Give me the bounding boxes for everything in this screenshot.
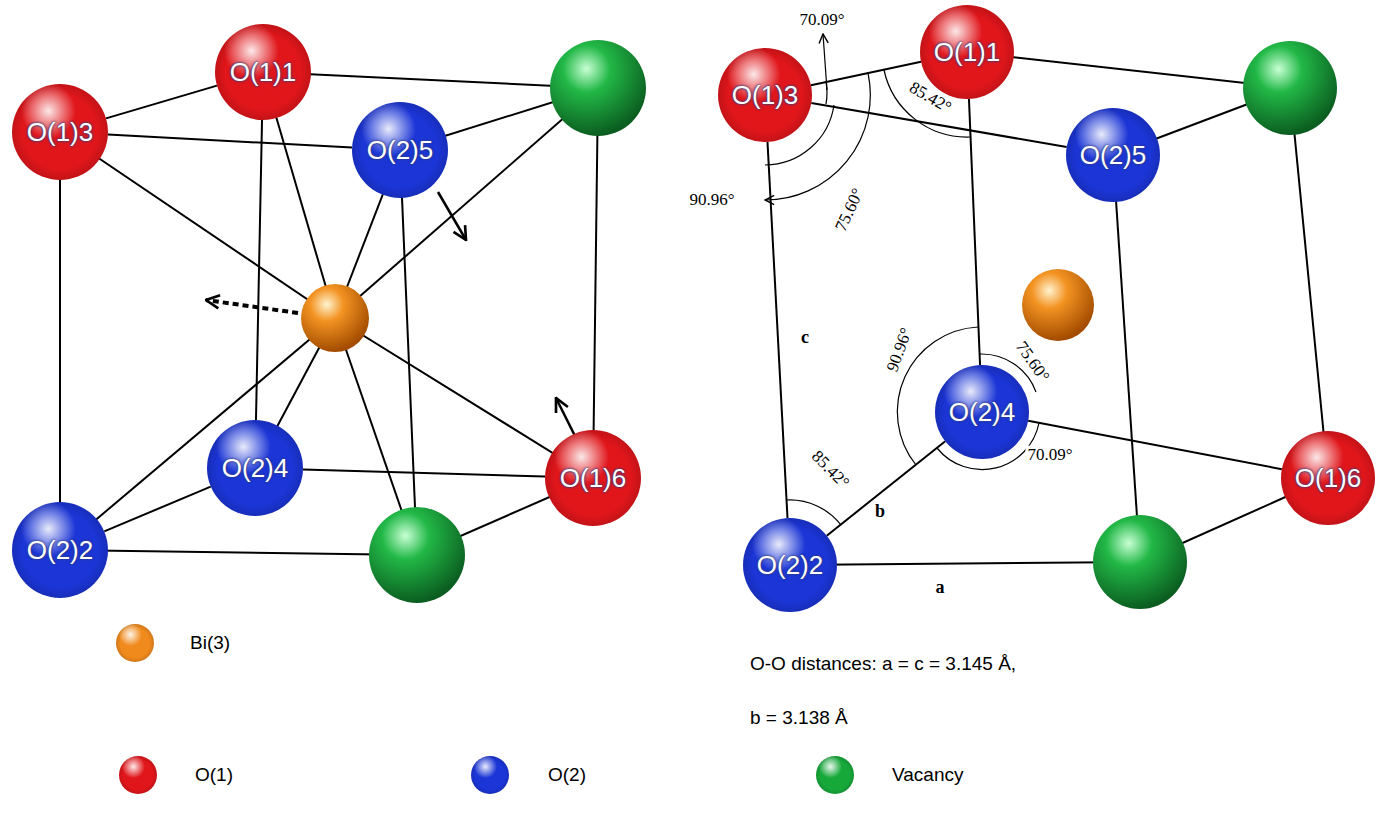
oxygen-sphere: O(2)2 bbox=[743, 518, 837, 612]
legend-swatch bbox=[816, 756, 854, 794]
cube-edge bbox=[106, 86, 217, 119]
vacancy-sphere bbox=[1243, 41, 1337, 135]
atom-label: O(2)2 bbox=[757, 551, 823, 580]
legend-swatch bbox=[119, 756, 157, 794]
vacancy-sphere bbox=[550, 40, 646, 136]
cube-edge bbox=[108, 135, 352, 148]
cube-edge bbox=[400, 150, 417, 555]
angle-label: 70.09° bbox=[797, 11, 846, 30]
atom-label: O(1)6 bbox=[560, 464, 626, 493]
legend-swatch bbox=[471, 756, 509, 794]
cube-edge bbox=[811, 62, 921, 85]
atom-label: O(2)4 bbox=[222, 454, 288, 483]
oxygen-sphere: O(1)6 bbox=[1281, 431, 1375, 525]
angle-label: 70.09° bbox=[1025, 446, 1074, 465]
bond-line bbox=[60, 318, 335, 550]
bi-sphere bbox=[301, 284, 369, 352]
atom-label: O(1)6 bbox=[1295, 464, 1361, 493]
atom-label: O(2)4 bbox=[949, 398, 1015, 427]
bond-line bbox=[335, 88, 598, 318]
cube-edge bbox=[1113, 155, 1140, 562]
cube-edge bbox=[303, 469, 545, 476]
oxygen-sphere: O(1)1 bbox=[920, 5, 1014, 99]
oxygen-sphere: O(2)5 bbox=[352, 102, 448, 198]
distance-note: O-O distances: a = c = 3.145 Å, bbox=[750, 654, 1016, 675]
distance-note: b = 3.138 Å bbox=[750, 708, 848, 729]
legend-swatch bbox=[116, 624, 154, 662]
bond-line bbox=[60, 132, 335, 318]
atom-label: O(2)5 bbox=[1080, 141, 1146, 170]
cube-edge bbox=[263, 72, 598, 88]
bi-o-bonds bbox=[60, 72, 598, 555]
cube-edges bbox=[60, 52, 1328, 565]
atom-label: O(2)2 bbox=[27, 536, 93, 565]
cube-edge bbox=[593, 88, 598, 478]
cube-edge bbox=[60, 550, 417, 555]
angle-label: 90.96° bbox=[687, 191, 736, 210]
oxygen-sphere: O(2)5 bbox=[1066, 108, 1160, 202]
cube-edge bbox=[1290, 88, 1328, 478]
axis-label: c bbox=[799, 328, 811, 348]
angle-label: 90.96° bbox=[883, 324, 917, 376]
atom-label: O(2)5 bbox=[367, 136, 433, 165]
angle-label: 85.42° bbox=[806, 446, 854, 494]
bi-sphere bbox=[1022, 269, 1094, 341]
legend-label: O(1) bbox=[195, 765, 233, 786]
atom-label: O(1)1 bbox=[230, 58, 296, 87]
axis-label: b bbox=[873, 502, 887, 522]
vacancy-sphere bbox=[1093, 515, 1187, 609]
cube-edge bbox=[104, 487, 211, 532]
cube-edge bbox=[790, 562, 1140, 565]
cube-edge bbox=[59, 180, 61, 502]
oxygen-sphere: O(1)3 bbox=[12, 84, 108, 180]
oxygen-sphere: O(2)4 bbox=[935, 365, 1029, 459]
atom-label: O(1)1 bbox=[934, 38, 1000, 67]
legend-label: Vacancy bbox=[892, 765, 963, 786]
vacancy-sphere bbox=[369, 507, 465, 603]
axis-label: a bbox=[934, 578, 947, 598]
cube-edge bbox=[969, 99, 980, 365]
atom-label: O(1)3 bbox=[27, 118, 93, 147]
oxygen-sphere: O(1)1 bbox=[215, 24, 311, 120]
cube-edge bbox=[767, 142, 787, 518]
angle-label: 75.60° bbox=[831, 184, 869, 236]
oxygen-sphere: O(1)6 bbox=[545, 430, 641, 526]
oxygen-sphere: O(2)2 bbox=[12, 502, 108, 598]
legend-label: Bi(3) bbox=[190, 633, 230, 654]
displacement-arrow bbox=[206, 300, 298, 313]
cube-edge bbox=[256, 120, 262, 420]
displacement-arrows bbox=[206, 192, 577, 440]
displacement-arrow bbox=[438, 192, 466, 240]
legend-label: O(2) bbox=[548, 765, 586, 786]
atom-label: O(1)3 bbox=[732, 81, 798, 110]
oxygen-sphere: O(2)4 bbox=[207, 420, 303, 516]
cube-edge bbox=[967, 52, 1290, 88]
oxygen-sphere: O(1)3 bbox=[718, 48, 812, 142]
